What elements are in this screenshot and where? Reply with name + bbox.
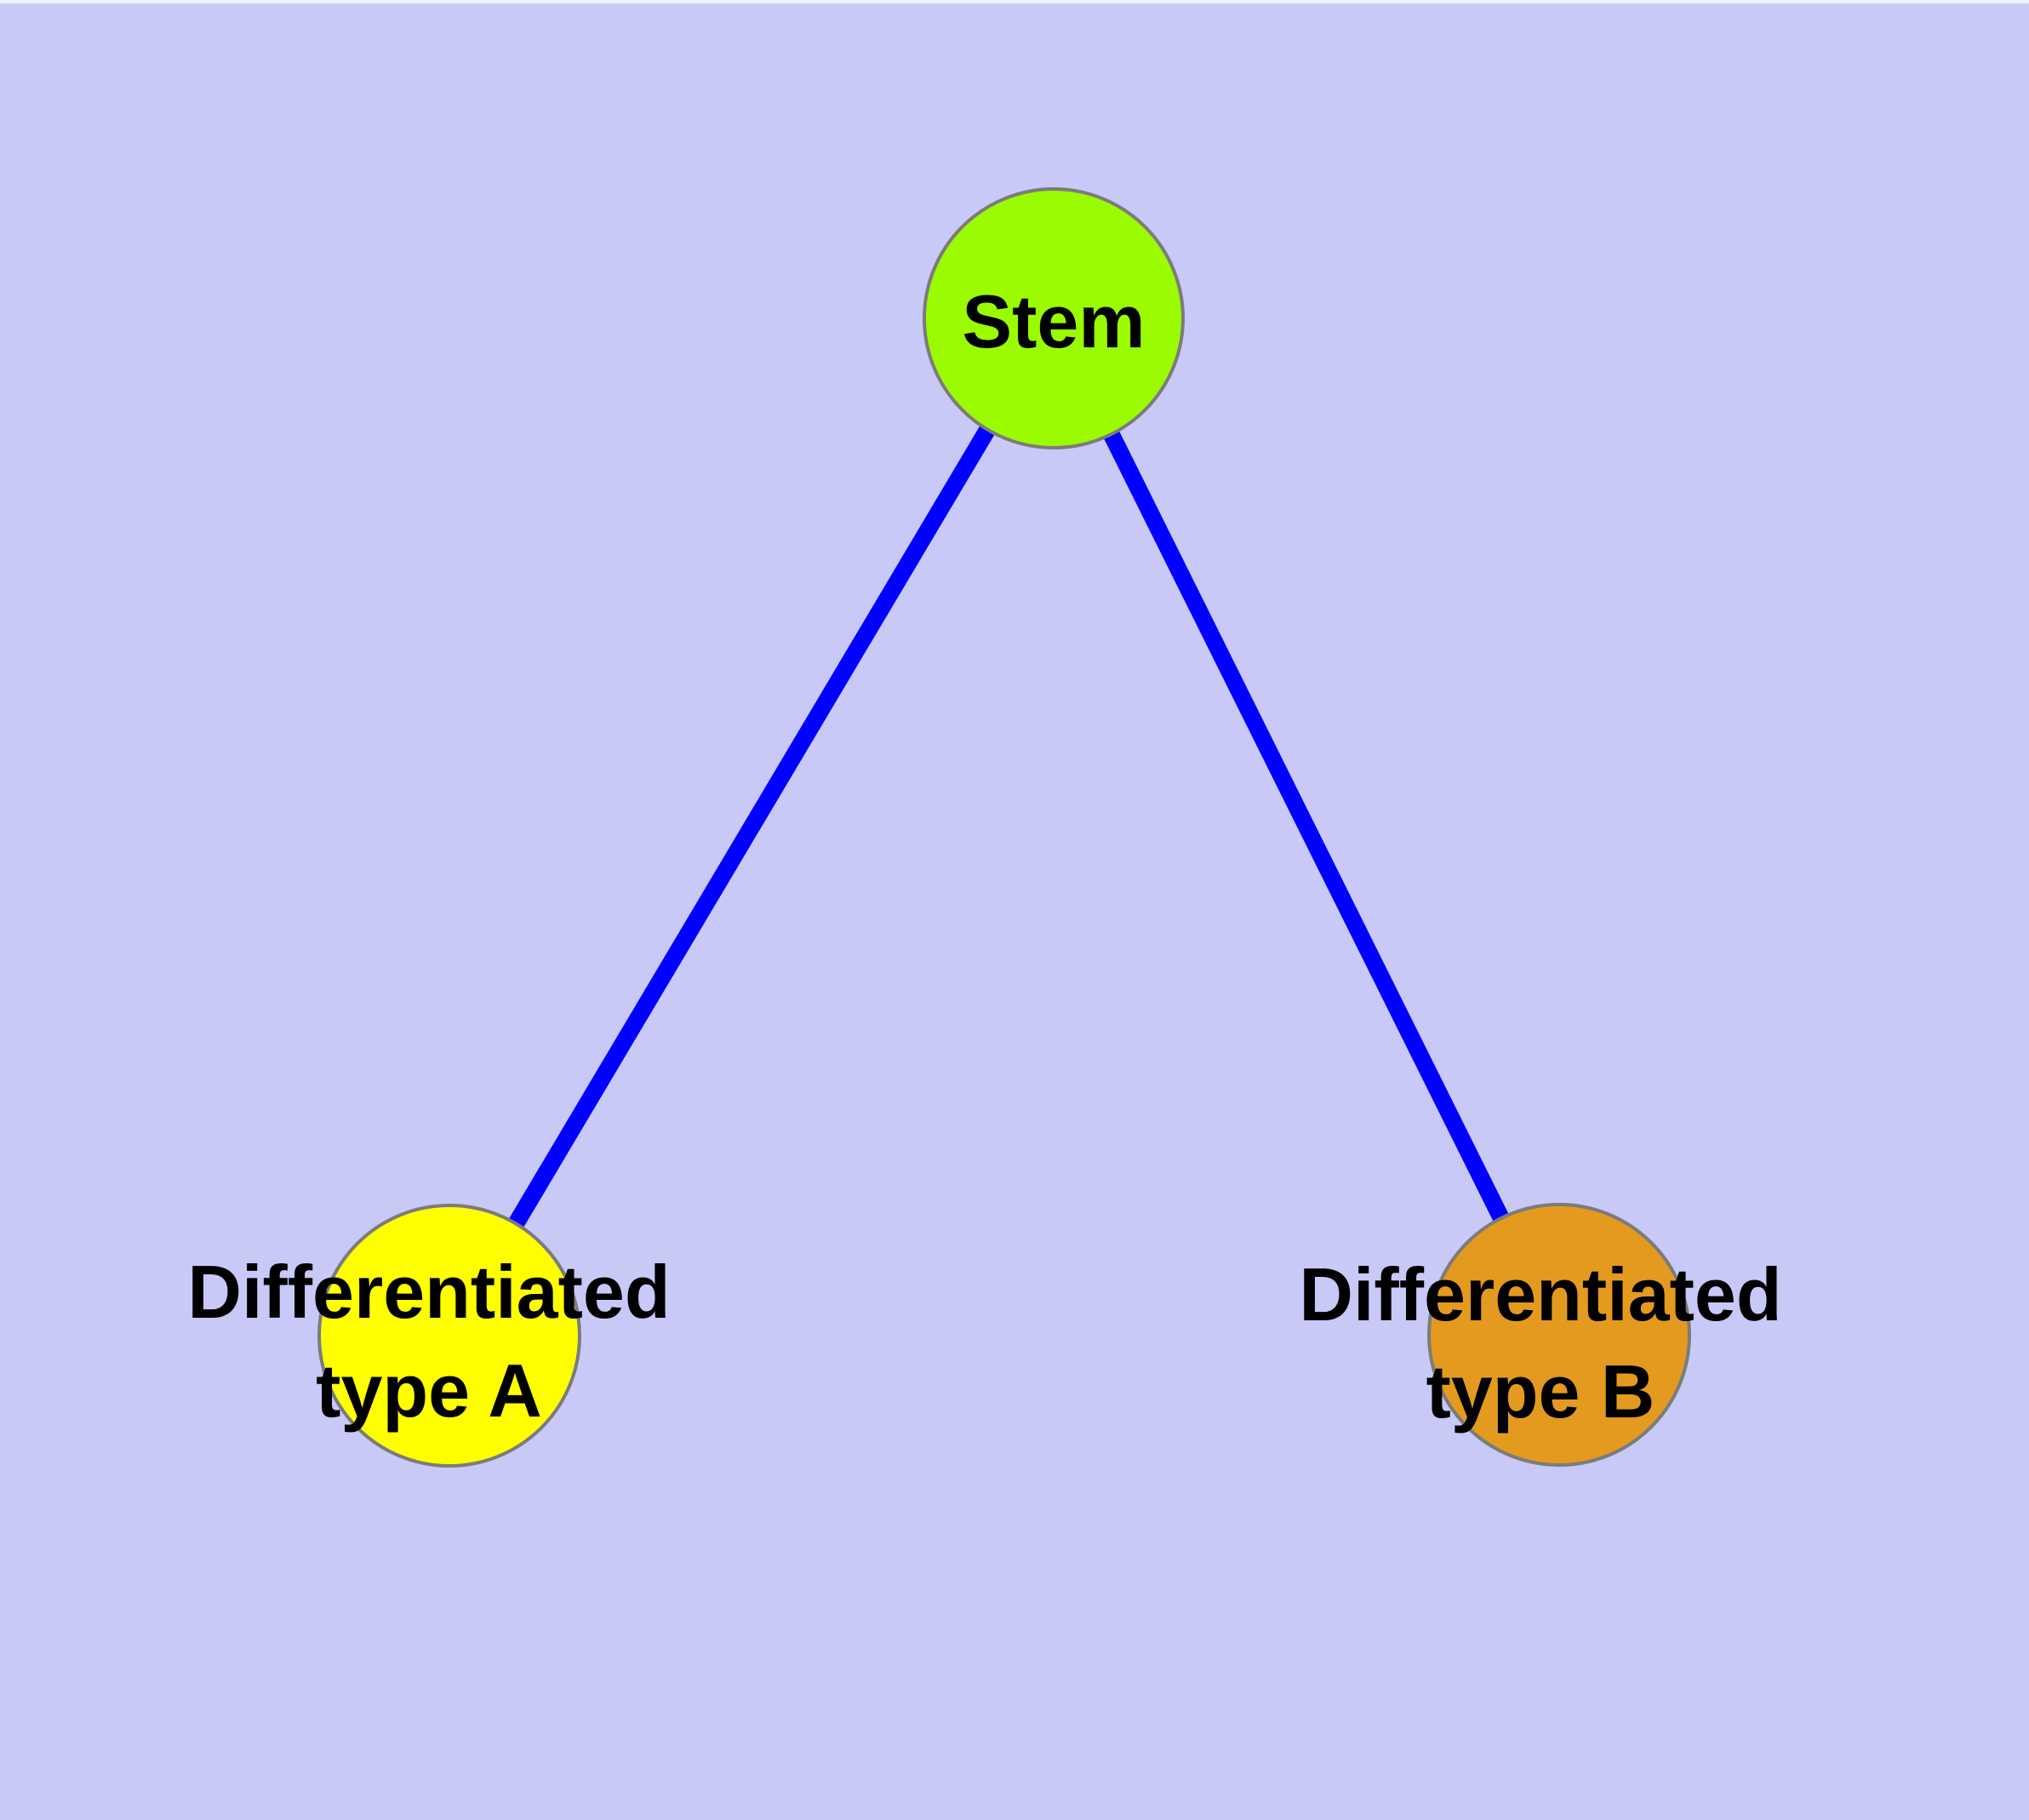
node-stem-label: Stem <box>962 279 1145 363</box>
node-typeB-label-line1: Differentiated <box>1299 1252 1781 1336</box>
node-typeA-circle <box>317 1204 581 1468</box>
node-typeA-label: Differentiated type A <box>187 1250 670 1433</box>
node-typeA-label-line2: type A <box>316 1348 542 1433</box>
edge-layer <box>442 313 1567 1341</box>
node-typeA-label-line1: Differentiated <box>187 1250 670 1334</box>
edge-stem-typeB <box>1046 314 1567 1339</box>
node-typeB-circle <box>1427 1203 1691 1467</box>
node-layer <box>317 187 1691 1468</box>
edge-stem-typeA <box>442 313 1061 1341</box>
page-top-edge <box>0 0 2029 3</box>
node-typeB-label: Differentiated type B <box>1299 1252 1781 1434</box>
node-typeB-label-line2: type B <box>1426 1349 1655 1434</box>
label-layer: Stem Differentiated type A Differentiate… <box>187 279 1781 1434</box>
node-stem-circle <box>923 187 1185 449</box>
